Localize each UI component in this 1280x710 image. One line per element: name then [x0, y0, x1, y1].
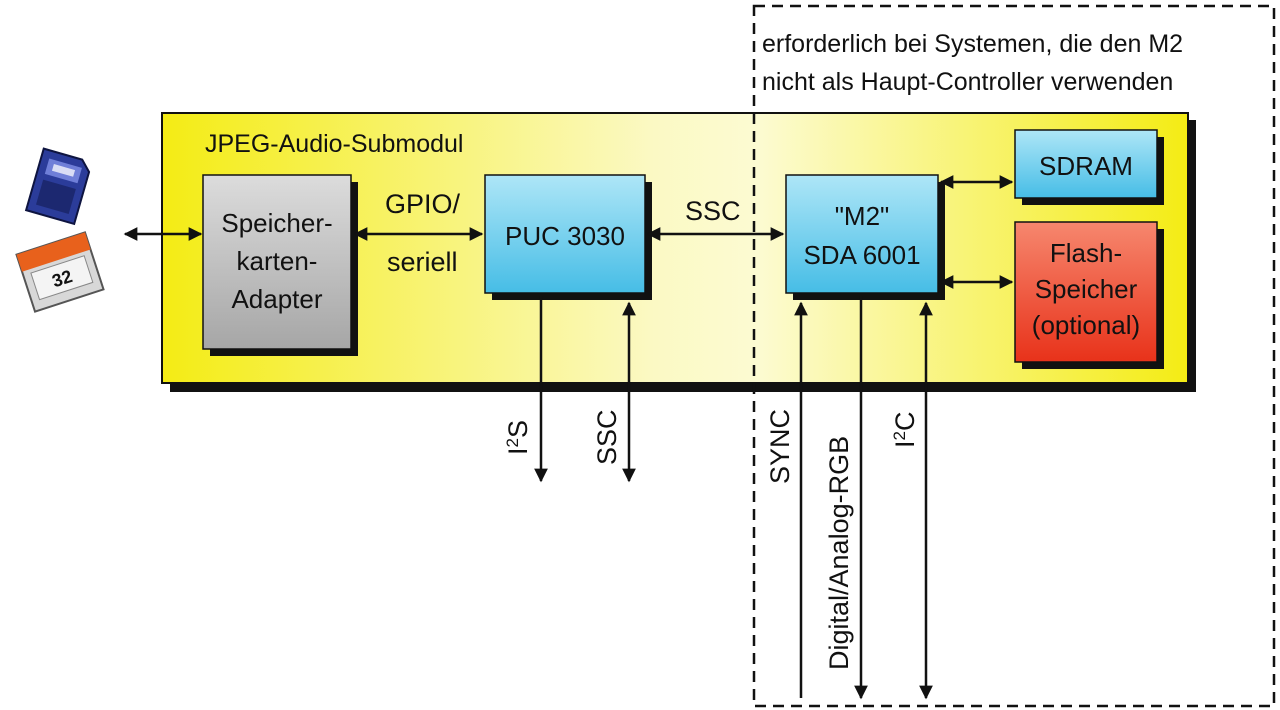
sync-label: SYNC	[765, 409, 795, 484]
rgb-label: Digital/Analog-RGB	[824, 436, 854, 670]
sdram-block: SDRAM	[1014, 129, 1164, 205]
ssc-top-label: SSC	[685, 196, 741, 226]
seriell-label: seriell	[387, 247, 458, 277]
memory-card-adapter-block: Speicher- karten- Adapter	[202, 174, 358, 356]
note-line-1: erforderlich bei Systemen, die den M2	[762, 30, 1183, 58]
i2c-label: I2C	[890, 412, 920, 448]
adapter-label-line-2: karten-	[237, 246, 318, 276]
m2-label-line-2: SDA 6001	[803, 240, 920, 270]
puc-3030-block: PUC 3030	[484, 174, 652, 300]
compact-flash-card-icon: 32	[15, 231, 105, 313]
sd-card-icon	[24, 147, 91, 226]
gpio-label: GPIO/	[385, 189, 461, 219]
flash-label-line-3: (optional)	[1032, 310, 1140, 340]
m2-optional-region	[752, 4, 1276, 708]
m2-sda-6001-block: "M2" SDA 6001	[785, 174, 945, 300]
note-line-2: nicht als Haupt-Controller verwenden	[762, 68, 1173, 96]
flash-memory-block: Flash- Speicher (optional)	[1014, 221, 1164, 369]
m2-label-line-1: "M2"	[835, 201, 890, 231]
sdram-label: SDRAM	[1039, 151, 1133, 181]
puc-label: PUC 3030	[505, 221, 625, 251]
adapter-label-line-3: Adapter	[231, 284, 322, 314]
i2s-label: I2S	[503, 420, 533, 455]
ssc-output-label: SSC	[592, 409, 622, 465]
submodule-title: JPEG-Audio-Submodul	[205, 130, 463, 158]
adapter-label-line-1: Speicher-	[221, 208, 332, 238]
flash-label-line-1: Flash-	[1050, 238, 1122, 268]
flash-label-line-2: Speicher	[1035, 274, 1138, 304]
